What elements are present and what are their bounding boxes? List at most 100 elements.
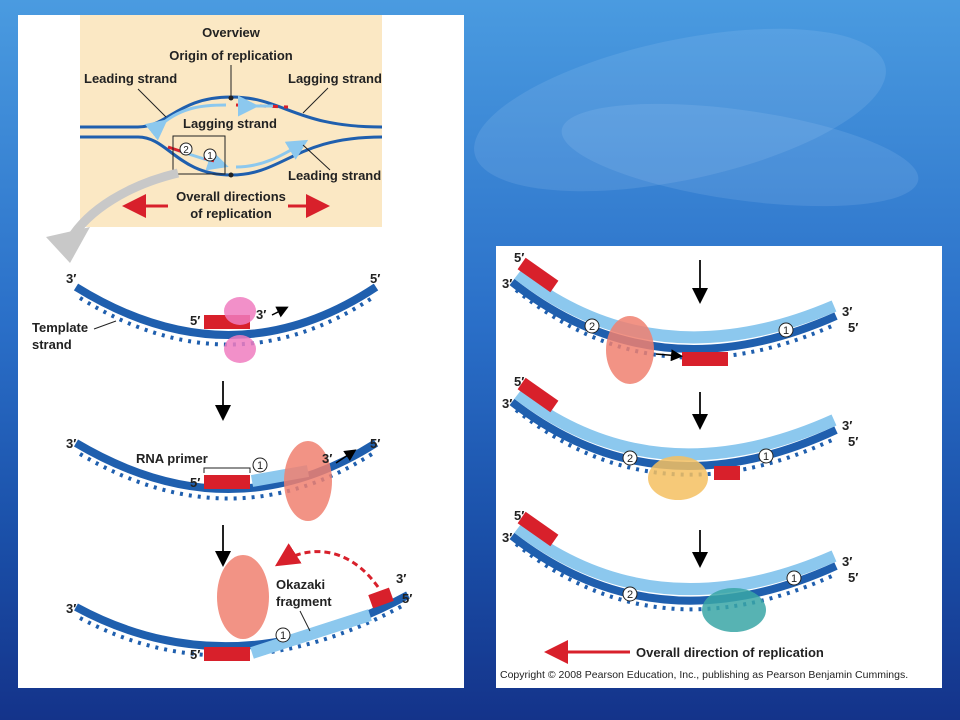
step2-3prime-end: 3′ — [322, 451, 332, 466]
step1-3prime-left: 3′ — [66, 271, 76, 286]
step6-5prime-right: 5′ — [848, 570, 858, 585]
step3-okazaki-dna — [250, 609, 372, 659]
leading-left-new-strand — [144, 103, 227, 141]
num1-label: 1 — [207, 151, 213, 162]
step3-strand: 3′ 3′ 5′ Okazaki fragment 5′ 1 — [66, 543, 412, 662]
step5-5prime-right: 5′ — [848, 434, 858, 449]
step4-3prime-left: 3′ — [502, 276, 512, 291]
step1-5prime-right: 5′ — [370, 271, 380, 286]
lagging-strand-right-label: Lagging strand — [288, 71, 382, 86]
step4-new-strand — [514, 269, 837, 344]
okazaki-leader — [299, 610, 311, 632]
step3-primer-2 — [368, 587, 394, 609]
origin-dot-bottom — [228, 172, 234, 178]
step4-teeth — [514, 288, 833, 360]
step6-new-strand — [514, 523, 837, 596]
step5-3prime-right: 3′ — [842, 418, 852, 433]
step4-primer-left — [517, 257, 559, 293]
step5-enzyme — [648, 456, 708, 500]
step6-3prime-right: 3′ — [842, 554, 852, 569]
step1-primase-top — [224, 297, 256, 325]
leading-left-leader — [137, 88, 167, 118]
step4-arrow — [655, 349, 683, 362]
overview-box: Overview Origin of replication Leading s… — [80, 15, 383, 227]
origin-dot-top — [228, 95, 234, 101]
step4-strand: 5′ 3′ 3′ 5′ 2 1 — [502, 250, 858, 384]
step3-recycle-arrow — [274, 543, 380, 588]
step6-num1: 1 — [791, 573, 797, 585]
zoom-inset-box — [172, 135, 226, 175]
leading-right-new-strand — [235, 139, 309, 169]
template-leader — [93, 320, 117, 330]
step2-extension-arrow — [335, 449, 357, 464]
step4-num2: 2 — [589, 321, 595, 333]
step1-template-strand — [73, 283, 379, 339]
overall-directions-line1: Overall directions — [176, 189, 286, 204]
step2-5prime-right: 5′ — [370, 436, 380, 451]
step2-polymerase — [284, 441, 332, 521]
zoom-gray-arrowhead — [46, 227, 90, 263]
step5-5prime-top: 5′ — [514, 374, 524, 389]
step4-5prime-top: 5′ — [514, 250, 524, 265]
step5-new-strand — [514, 389, 837, 461]
step2-3prime-left: 3′ — [66, 436, 76, 451]
step5-strand: 5′ 3′ 3′ 5′ 2 1 — [502, 374, 858, 500]
step5-num2: 2 — [627, 453, 633, 465]
copyright-text: Copyright © 2008 Pearson Education, Inc.… — [500, 669, 908, 681]
step2-num1: 1 — [257, 460, 263, 472]
lagging-right-leader — [302, 87, 329, 114]
step2-strand: 3′ 5′ RNA primer 5′ 3′ 1 — [66, 436, 380, 521]
step6-teeth — [514, 542, 833, 612]
right-diagram-panel: 5′ 3′ 3′ 5′ 2 1 5′ 3′ 3′ 5′ 2 1 5′ 3′ 3′ — [496, 246, 942, 688]
step3-primer-1 — [204, 647, 250, 661]
step3-3prime-left: 3′ — [66, 601, 76, 616]
leading-right-leader — [302, 144, 331, 171]
step1-primer-3prime: 3′ — [256, 307, 266, 322]
step2-primer — [204, 475, 250, 489]
template-strand-line1: Template — [32, 320, 88, 335]
step4-primer-mid — [682, 352, 728, 366]
step6-num1-circle — [786, 570, 802, 586]
step6-3prime-left: 3′ — [502, 530, 512, 545]
step3-3prime-right: 3′ — [396, 571, 406, 586]
step4-num1-circle — [778, 322, 794, 338]
origin-label: Origin of replication — [169, 48, 293, 63]
leading-strand-right-label: Leading strand — [288, 168, 381, 183]
rna-primer-label: RNA primer — [136, 451, 208, 466]
step5-3prime-left: 3′ — [502, 396, 512, 411]
lagging-strand-center-label: Lagging strand — [183, 116, 277, 131]
step1-extension-arrow — [271, 306, 289, 318]
step1-strand: 3′ 5′ 5′ 3′ Template strand — [32, 271, 380, 363]
num2-circle — [179, 142, 193, 156]
step4-num2-circle — [584, 318, 600, 334]
step3-polymerase — [217, 555, 269, 639]
num1-circle — [203, 148, 217, 162]
step3-num1-circle — [275, 627, 291, 643]
step5-num1-circle — [758, 448, 774, 464]
step6-primer-left — [517, 511, 559, 547]
step1-primase-bottom — [224, 335, 256, 363]
step2-primer-5prime: 5′ — [190, 475, 200, 490]
step6-template-strand — [509, 532, 838, 605]
step4-5prime-right: 5′ — [848, 320, 858, 335]
step3-num1: 1 — [280, 630, 286, 642]
step6-num2-circle — [622, 586, 638, 602]
leading-strand-left-label: Leading strand — [84, 71, 177, 86]
step5-num2-circle — [622, 450, 638, 466]
step5-num1: 1 — [763, 451, 769, 463]
rna-primer-bracket — [203, 467, 251, 473]
overview-title: Overview — [202, 25, 261, 40]
step5-primer-left — [517, 377, 559, 413]
step6-5prime-top: 5′ — [514, 508, 524, 523]
template-strand-line2: strand — [32, 337, 72, 352]
overall-direction-label: Overall direction of replication — [636, 645, 824, 660]
step4-num1: 1 — [783, 325, 789, 337]
okazaki-line2: fragment — [276, 594, 332, 609]
step3-primer-5prime: 5′ — [190, 647, 200, 662]
num2-label: 2 — [183, 145, 189, 156]
overall-directions-line2: of replication — [190, 206, 272, 221]
step3-5prime-right: 5′ — [402, 591, 412, 606]
left-diagram-panel: Overview Origin of replication Leading s… — [18, 15, 464, 688]
step2-num1-circle — [252, 457, 268, 473]
okazaki-line1: Okazaki — [276, 577, 325, 592]
